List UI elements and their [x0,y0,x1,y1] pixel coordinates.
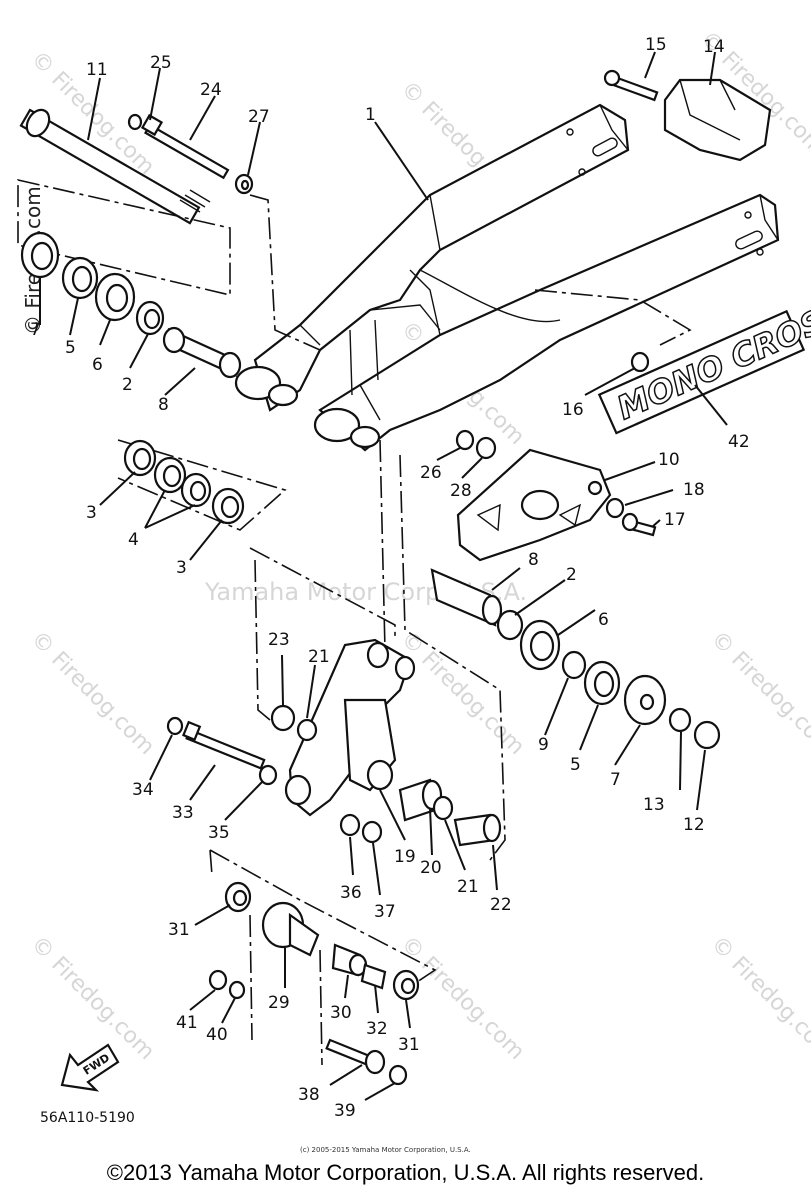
callout-8: 8 [158,395,169,415]
callout-22: 22 [490,895,512,915]
chain-guide-14 [603,69,772,162]
callout-12: 12 [683,815,705,835]
callout-17: 17 [664,510,686,530]
bracket-10 [456,448,612,562]
lower-left-bearing-stack [123,439,245,525]
bolt-17 [621,512,657,537]
callout-33: 33 [172,803,194,823]
right-bearing-stack [430,568,721,750]
callout-3: 3 [86,503,97,523]
callout-31: 31 [398,1035,420,1055]
callout-21: 21 [308,647,330,667]
callout-7: 7 [30,320,41,340]
watermark-firedog: © Firedog.com [26,932,159,1065]
callout-37: 37 [374,902,396,922]
bolt-24-group [127,113,321,351]
nut-28 [475,436,497,460]
callout-35: 35 [208,823,230,843]
callout-2: 2 [122,375,133,395]
callout-10: 10 [658,450,680,470]
bolt-33-group [166,716,278,786]
relay-bushings [339,778,502,847]
collar-23 [270,704,296,732]
callout-19: 19 [394,847,416,867]
bolt-38-group [325,1038,408,1086]
relay-arm-19 [284,638,416,817]
watermark-firedog: © Firedog.com [396,627,529,760]
callout-1: 1 [365,105,376,125]
callout-6: 6 [598,610,609,630]
callout-36: 36 [340,883,362,903]
watermark-firedog: © Firedog.com [706,932,811,1065]
callout-5: 5 [570,755,581,775]
callout-24: 24 [200,80,222,100]
callout-23: 23 [268,630,290,650]
callout-29: 29 [268,993,290,1013]
small-copyright: (c) 2005-2015 Yamaha Motor Corporation, … [300,1146,471,1154]
callout-7: 7 [610,770,621,790]
footer-copyright: ©2013 Yamaha Motor Corporation, U.S.A. A… [106,1160,705,1185]
callout-11: 11 [86,60,108,80]
watermark-firedog: © Firedog.com [26,627,159,760]
callout-16: 16 [562,400,584,420]
fwd-arrow-icon: FWD [60,1043,120,1092]
leader-lines [39,51,728,1101]
callout-39: 39 [334,1101,356,1121]
callout-31: 31 [168,920,190,940]
callout-42: 42 [728,432,750,452]
callout-9: 9 [538,735,549,755]
callout-6: 6 [92,355,103,375]
washer-18 [605,497,625,519]
watermark-firedog: © Firedog.com [706,627,811,760]
pivot-shaft [19,108,211,225]
callout-3: 3 [176,558,187,578]
callout-15: 15 [645,35,667,55]
seal-21 [296,718,318,742]
callout-32: 32 [366,1019,388,1039]
callout-21: 21 [457,877,479,897]
callout-2: 2 [566,565,577,585]
callout-4: 4 [128,530,139,550]
callout-13: 13 [643,795,665,815]
callout-20: 20 [420,858,442,878]
nut-16 [630,351,650,373]
callout-28: 28 [450,481,472,501]
connecting-rod-29 [208,881,420,1001]
callout-27: 27 [248,107,270,127]
callout-26: 26 [420,463,442,483]
callout-41: 41 [176,1013,198,1033]
callout-labels: 1 2 2 3 3 4 5 5 6 6 7 7 8 8 9 10 11 12 1… [30,35,750,1121]
washer-26 [455,429,475,451]
callout-30: 30 [330,1003,352,1023]
callout-40: 40 [206,1025,228,1045]
drawing-code: 56A110-5190 [40,1110,135,1126]
callout-8: 8 [528,550,539,570]
callout-5: 5 [65,338,76,358]
callout-14: 14 [703,37,725,57]
callout-34: 34 [132,780,154,800]
left-bearing-stack [20,231,242,379]
callout-25: 25 [150,53,172,73]
callout-18: 18 [683,480,705,500]
callout-38: 38 [298,1085,320,1105]
